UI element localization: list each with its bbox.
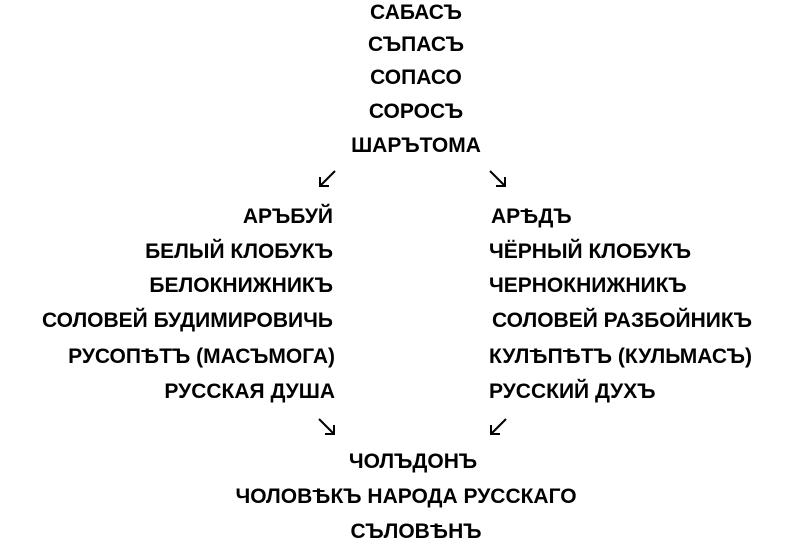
right-word-1: АРѢДЪ xyxy=(491,205,572,228)
left-word-2: БЕЛЫЙ КЛОБУКЪ xyxy=(145,240,333,263)
top-word-3: СОПАСО xyxy=(370,66,462,89)
left-word-5: РУСОПѢТЪ (МАСЪМОГА) xyxy=(68,345,335,368)
arrow-down-left-icon xyxy=(487,416,509,438)
arrow-down-left-icon xyxy=(316,168,338,190)
top-word-2: СЪПАСЪ xyxy=(367,33,465,56)
right-word-6: РУССКИЙ ДУХЪ xyxy=(489,380,656,403)
top-word-4: СОРОСЪ xyxy=(368,100,464,123)
right-word-4: СОЛОВЕЙ РАЗБОЙНИКЪ xyxy=(492,309,752,332)
right-word-3: ЧЕРНОКНИЖНИКЪ xyxy=(489,274,687,297)
top-word-5: ШАРЪТОМА xyxy=(351,134,481,157)
bottom-word-3: СЪЛОВѢНЪ xyxy=(350,520,482,543)
left-word-3: БЕЛОКНИЖНИКЪ xyxy=(149,274,333,297)
bottom-word-1: ЧОЛЪДОНЪ xyxy=(348,450,478,473)
right-word-5: КУЛѢПѢТЪ (КУЛЬМАСЪ) xyxy=(489,345,753,368)
arrow-down-right-icon xyxy=(316,416,338,438)
left-word-4: СОЛОВЕЙ БУДИМИРОВИЧЬ xyxy=(41,309,333,332)
top-word-1: САБАСЪ xyxy=(370,1,462,24)
left-word-1: АРЪБУЙ xyxy=(242,205,333,228)
right-word-2: ЧЁРНЫЙ КЛОБУКЪ xyxy=(489,240,692,263)
arrow-down-right-icon xyxy=(487,168,509,190)
bottom-word-2: ЧОЛОВѢКЪ НАРОДА РУССКАГО xyxy=(235,485,577,508)
left-word-6: РУССКАЯ ДУША xyxy=(164,380,335,403)
